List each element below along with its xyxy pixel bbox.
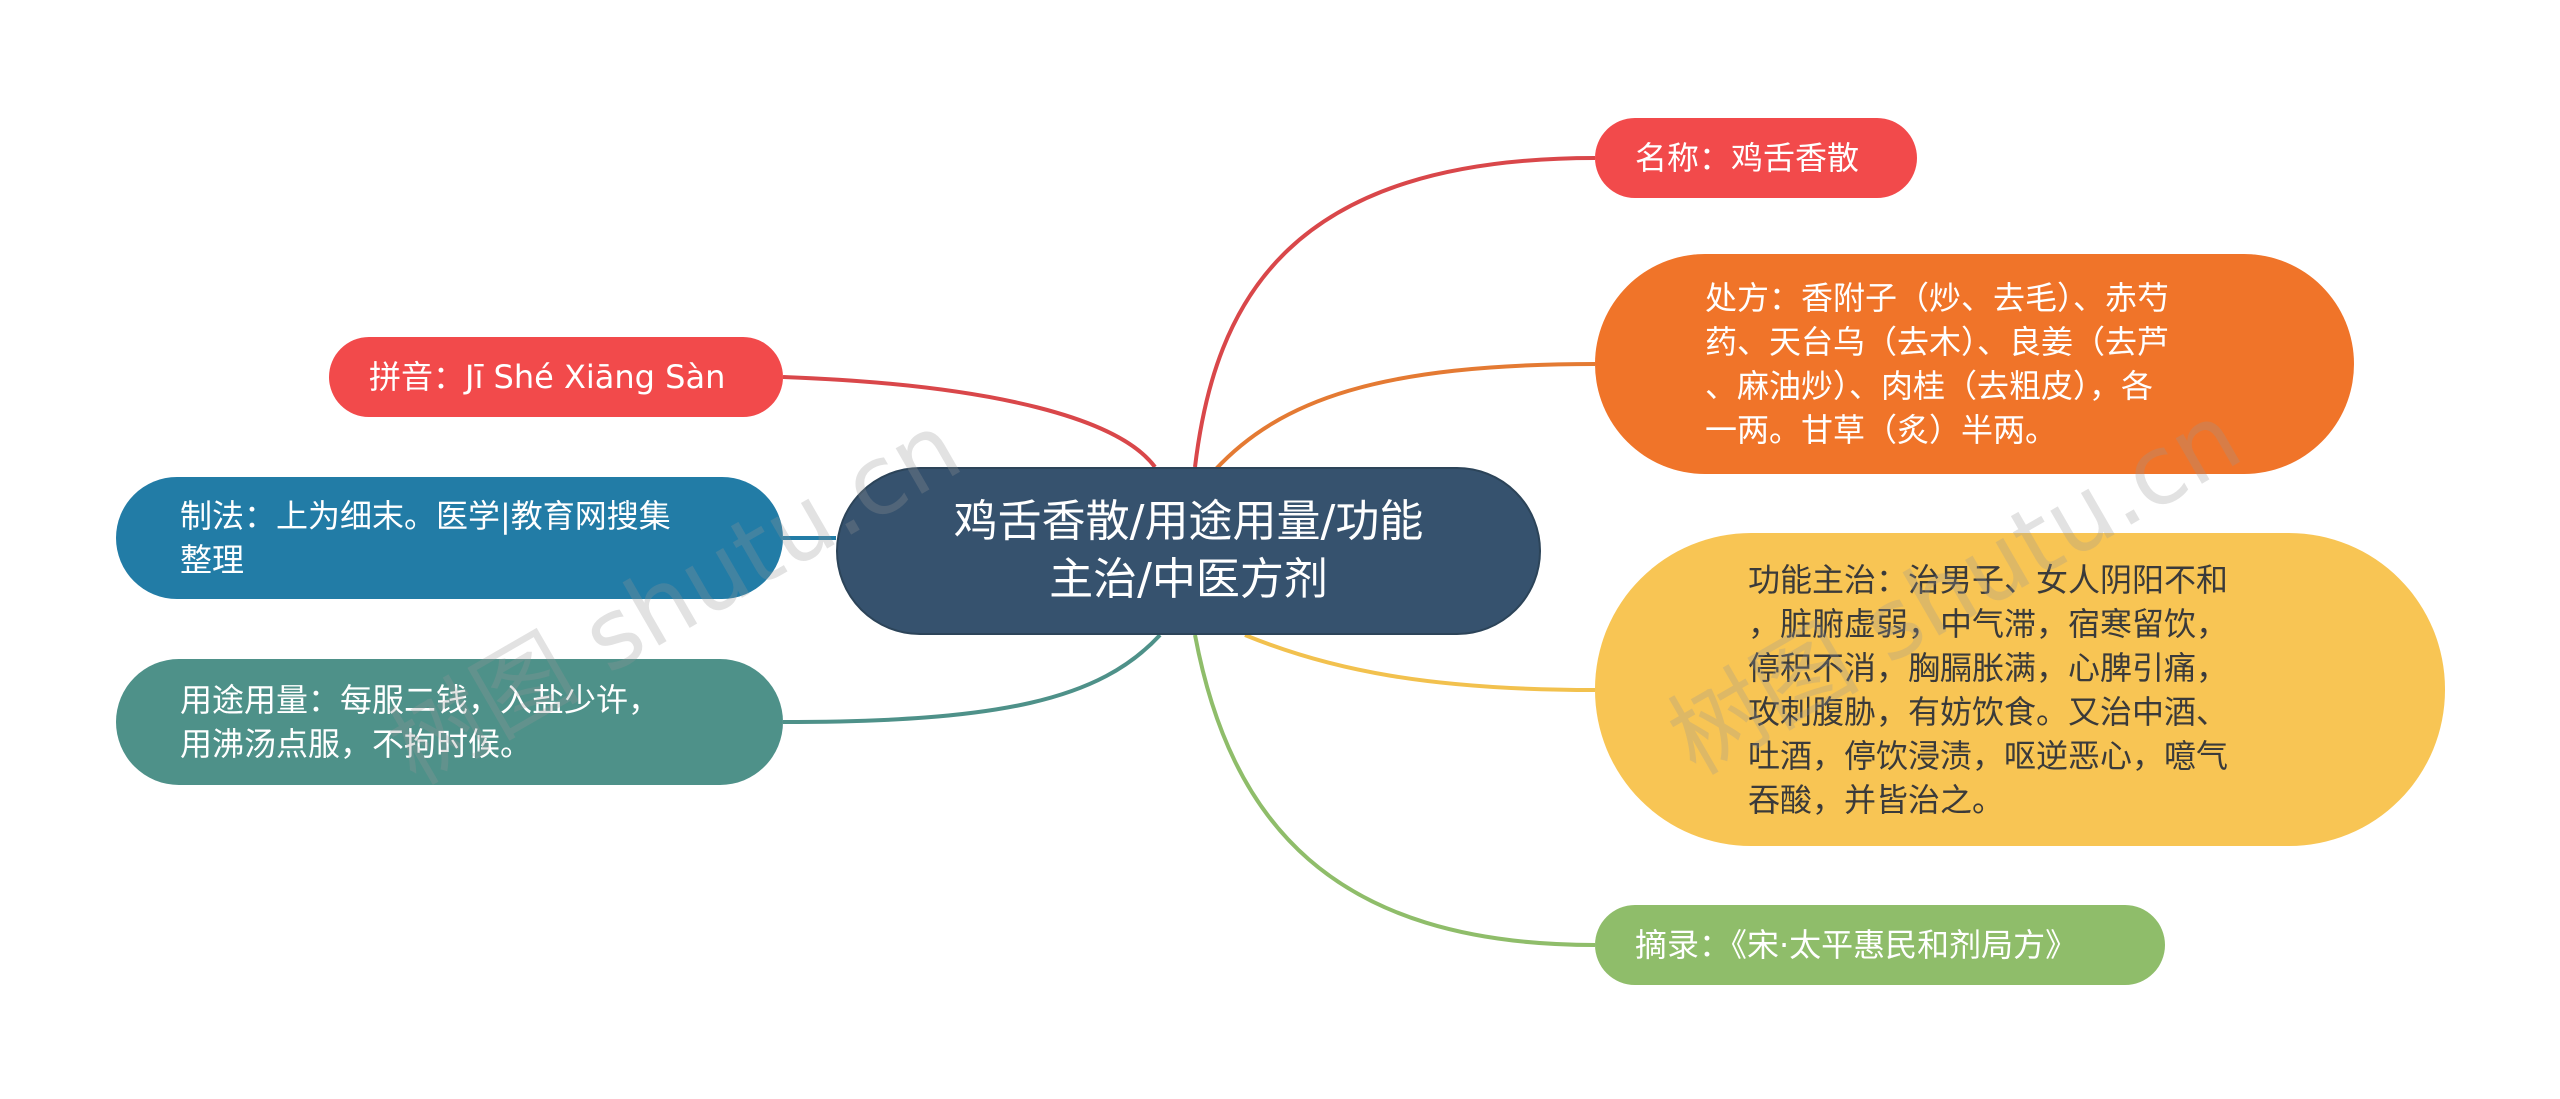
topic-excerpt[interactable]: 摘录：《宋·太平惠民和剂局方》 <box>1595 905 2165 985</box>
topic-function[interactable]: 功能主治：治男子、女人阴阳不和 ，脏腑虚弱，中气滞，宿寒留饮， 停积不消，胸膈胀… <box>1595 533 2445 846</box>
connector-name <box>1193 156 1596 468</box>
topic-function-label: 功能主治：治男子、女人阴阳不和 ，脏腑虚弱，中气滞，宿寒留饮， 停积不消，胸膈胀… <box>1748 560 2229 819</box>
topic-pinyin[interactable]: 拼音：Jī Shé Xiāng Sàn <box>329 337 783 417</box>
central-topic-label: 鸡舌香散/用途用量/功能 主治/中医方剂 <box>953 496 1424 605</box>
topic-usage[interactable]: 用途用量：每服二钱，入盐少许， 用沸汤点服，不拘时候。 <box>116 659 783 785</box>
topic-prescription[interactable]: 处方：香附子（炒、去毛）、赤芍 药、天台乌（去木）、良姜（去芦 、麻油炒）、肉桂… <box>1595 254 2354 474</box>
connector-usage <box>782 633 1162 724</box>
connector-pinyin <box>782 375 1157 469</box>
topic-method[interactable]: 制法：上为细末。医学|教育网搜集 整理 <box>116 477 783 599</box>
topic-name-label: 名称：鸡舌香散 <box>1635 139 1860 177</box>
topic-name[interactable]: 名称：鸡舌香散 <box>1595 118 1917 198</box>
topic-pinyin-label: 拼音：Jī Shé Xiāng Sàn <box>369 358 726 396</box>
connector-prescription <box>1213 362 1596 472</box>
connector-excerpt <box>1193 634 1596 947</box>
connector-function <box>1244 633 1596 692</box>
topic-method-label: 制法：上为细末。医学|教育网搜集 整理 <box>180 497 671 579</box>
topic-prescription-label: 处方：香附子（炒、去毛）、赤芍 药、天台乌（去木）、良姜（去芦 、麻油炒）、肉桂… <box>1705 279 2170 449</box>
central-topic[interactable]: 鸡舌香散/用途用量/功能 主治/中医方剂 <box>836 467 1541 635</box>
topic-excerpt-label: 摘录：《宋·太平惠民和剂局方》 <box>1635 926 2078 964</box>
topic-usage-label: 用途用量：每服二钱，入盐少许， 用沸汤点服，不拘时候。 <box>180 681 661 763</box>
